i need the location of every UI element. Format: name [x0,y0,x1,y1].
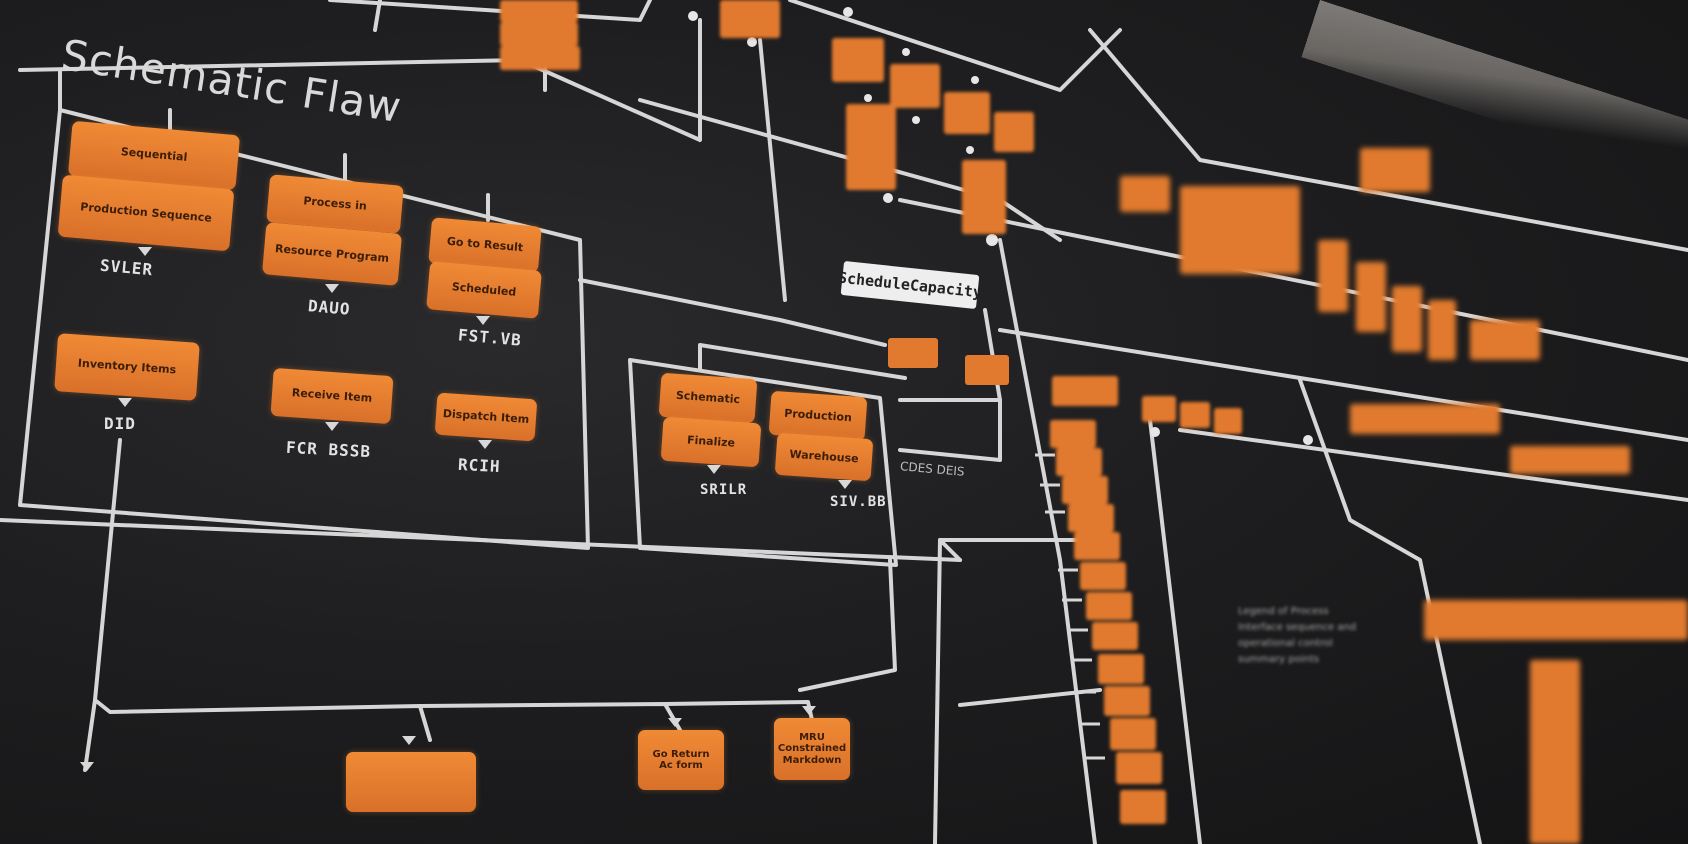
arrow-down-icon [802,706,816,715]
stack-10 [1104,686,1150,716]
node-bottom-mid: Go Return Ac form [638,730,724,790]
arrow-down-icon [478,440,492,449]
stack-13 [1120,790,1166,824]
node-right-c [1214,408,1242,434]
label-col2: DAUO [307,296,352,319]
node-top-6 [890,64,940,108]
node-bottom-right: MRU Constrained Markdown [774,718,850,780]
node-top-4 [720,0,780,38]
stack-11 [1110,718,1156,750]
node-center-1: Schematic [658,372,758,424]
arrow-down-icon [668,718,682,727]
arrow-down-icon [707,465,721,474]
far-node-2 [1180,186,1300,274]
arrow-down-icon [138,247,152,256]
node-bottom-left [346,752,476,812]
far-node-7 [1470,320,1540,360]
arrow-down-icon [325,422,339,431]
stack-5 [1074,532,1120,560]
node-right-b [1180,402,1210,428]
node-lower-2: Receive Item [270,367,394,425]
label-lower-3: RCIH [457,454,501,477]
node-right-a [1142,396,1176,422]
far-node-8 [1350,404,1500,434]
node-center-3: Finalize [660,416,762,468]
arrow-down-icon [402,736,416,745]
stack-6 [1080,562,1126,590]
stack-9 [1098,654,1144,684]
node-top-5 [832,38,884,82]
far-node-10 [1360,148,1430,192]
node-top-10 [962,160,1006,234]
label-lower-1: DID [104,414,136,433]
node-top-9 [846,104,896,190]
stack-2 [1056,448,1102,476]
node-top-8 [994,112,1034,152]
stack-8 [1092,622,1138,650]
node-mid-b [965,355,1009,385]
arrow-down-icon [476,316,490,325]
label-center-left: SRILR [700,482,748,498]
arrow-down-icon [80,762,94,771]
stack-4 [1068,504,1114,532]
node-top-2 [500,22,578,46]
far-node-1 [1120,176,1170,212]
far-node-3 [1318,240,1348,312]
node-top-1 [500,0,578,22]
node-center-4: Warehouse [774,432,874,482]
far-node-9 [1510,446,1630,474]
node-mid-a [888,338,938,368]
node-lower-1: Inventory Items [54,333,200,401]
label-center-right: SIV.BB [830,494,887,510]
arrow-down-icon [118,398,132,407]
stack-7 [1086,592,1132,620]
far-node-11 [1424,600,1688,640]
node-lower-3: Dispatch Item [434,392,538,442]
stack-12 [1116,752,1162,784]
node-top-3 [500,46,580,70]
node-right-head [1052,376,1118,406]
node-top-7 [944,92,990,134]
arrow-down-icon [325,284,339,293]
arrow-down-icon [838,480,852,489]
stack-3 [1062,476,1108,504]
far-node-5 [1392,286,1422,352]
far-node-12 [1530,660,1580,844]
stack-1 [1050,420,1096,448]
far-right-notes: Legend of Process Interface sequence and… [1238,606,1357,665]
far-node-6 [1428,300,1456,360]
far-node-4 [1356,262,1386,332]
node-col3-bottom: Scheduled [426,261,542,319]
